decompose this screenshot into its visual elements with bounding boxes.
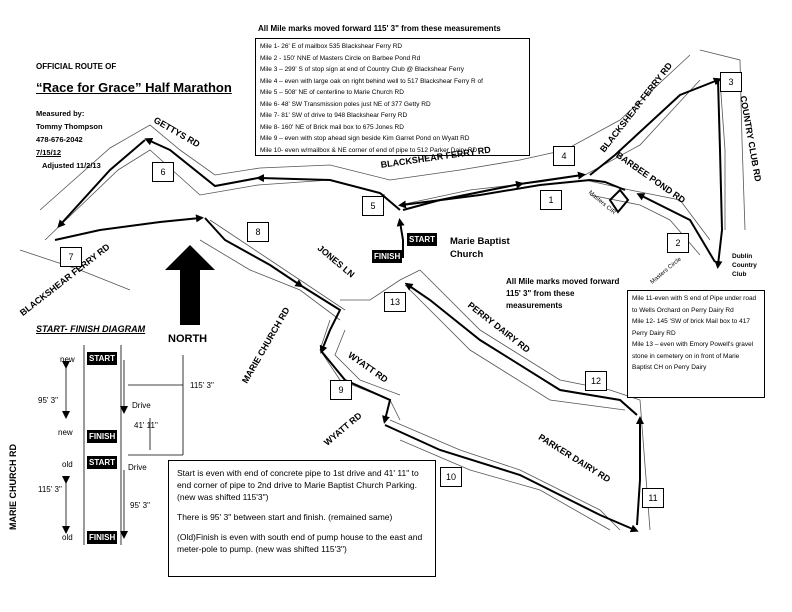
mile-marker-11: 11 bbox=[642, 488, 664, 508]
measure-date: 7/15/12 bbox=[36, 148, 62, 157]
start-finish-notes: Start is even with end of concrete pipe … bbox=[168, 460, 436, 577]
mile-marker-3: 3 bbox=[720, 72, 742, 92]
mile-marker-9: 9 bbox=[330, 380, 352, 400]
diagram-drive-2: Drive bbox=[128, 463, 147, 472]
mile-list-item: Mile 3 – 299' S of stop sign at end of C… bbox=[260, 66, 465, 73]
diagram-lines bbox=[62, 345, 184, 545]
diagram-title: START- FINISH DIAGRAM bbox=[36, 324, 146, 334]
map-start-label: START bbox=[407, 233, 438, 246]
diagram-95-b: 95' 3" bbox=[130, 501, 150, 510]
mile-list-item: Mile 11-even with S end of Pipe under ro… bbox=[632, 295, 757, 314]
mile-marker-10: 10 bbox=[440, 467, 462, 487]
measurer-phone: 478-676-2042 bbox=[36, 135, 83, 144]
race-title: “Race for Grace” Half Marathon bbox=[36, 80, 232, 95]
north-label: NORTH bbox=[168, 333, 208, 345]
mile-list-item: Mile 10- even w/mailbox & NE corner of e… bbox=[260, 146, 478, 154]
church-label: Marie Baptist Church bbox=[450, 236, 510, 260]
diagram-115-a: 115' 3" bbox=[190, 381, 214, 390]
mile-marker-6: 6 bbox=[152, 162, 174, 182]
mile-list-item: Mile 5 – 508' NE of centerline to Marie … bbox=[260, 89, 404, 96]
mile-list-item: Mile 13 – even with Emory Powell's grave… bbox=[632, 341, 754, 371]
mile-marker-5: 5 bbox=[362, 196, 384, 216]
mile-marker-13: 13 bbox=[384, 292, 406, 312]
diagram-95-a: 95' 3" bbox=[38, 396, 58, 405]
diagram-drive-1: Drive bbox=[132, 401, 151, 410]
mile-marker-7: 7 bbox=[60, 247, 82, 267]
mile-list-item: Mile 2 - 150' NNE of Masters Circle on B… bbox=[260, 54, 421, 62]
mile-list-item: Mile 1- 26' E of mailbox 535 Blackshear … bbox=[260, 43, 403, 50]
diagram-road-label: MARIE CHURCH RD bbox=[8, 444, 18, 530]
diagram-new-start: START bbox=[87, 352, 118, 365]
mile-list-item: Mile 9 – even with stop ahead sign besid… bbox=[260, 135, 470, 142]
mile-marker-8: 8 bbox=[247, 222, 269, 242]
diagram-new-finish: FINISH bbox=[87, 430, 118, 443]
road-edges bbox=[19, 49, 746, 531]
mile-list-item: Mile 4 – even with large oak on right be… bbox=[260, 77, 483, 85]
route-arrows bbox=[54, 77, 724, 533]
mile-marker-12: 12 bbox=[585, 371, 607, 391]
diagram-old-finish-tag: old bbox=[62, 533, 73, 542]
diagram-new-start-tag: new bbox=[60, 355, 75, 364]
top-note: All Mile marks moved forward 115' 3" fro… bbox=[258, 24, 501, 33]
mid-note: All Mile marks moved forward 115' 3" fro… bbox=[506, 277, 620, 310]
note-finish: (Old)Finish is even with south end of pu… bbox=[177, 532, 423, 554]
mile-list-item: Mile 8- 160' NE of Brick mail box to 675… bbox=[260, 123, 404, 131]
road-label-dublin: Dublin Country Club bbox=[732, 253, 757, 278]
mile-marker-4: 4 bbox=[553, 146, 575, 166]
mile-list-item: Mile 12- 145 'SW of brick Mail box to 41… bbox=[632, 318, 750, 337]
mile-list-item: Mile 6- 48' SW Transmission poles just N… bbox=[260, 100, 431, 108]
mile-list-2: Mile 11-even with S end of Pipe under ro… bbox=[627, 290, 765, 398]
diagram-old-finish: FINISH bbox=[87, 531, 118, 544]
diagram-old-start: START bbox=[87, 456, 118, 469]
measurer-name: Tommy Thompson bbox=[36, 122, 103, 131]
measured-by-label: Measured by: bbox=[36, 109, 85, 118]
adjusted-date: Adjusted 11/2/13 bbox=[42, 161, 101, 170]
mile-marker-2: 2 bbox=[667, 233, 689, 253]
diagram-41-11: 41' 11" bbox=[134, 421, 158, 430]
map-finish-label: FINISH bbox=[372, 250, 403, 263]
diagram-new-finish-tag: new bbox=[58, 428, 73, 437]
diagram-old-start-tag: old bbox=[62, 460, 73, 469]
mile-marker-1: 1 bbox=[540, 190, 562, 210]
north-arrow bbox=[165, 245, 215, 325]
mile-list-1: Mile 1- 26' E of mailbox 535 Blackshear … bbox=[255, 38, 530, 156]
measured-by: Measured by: Tommy Thompson 478-676-2042… bbox=[36, 107, 103, 172]
mile-list-item: Mile 7- 81' SW of drive to 948 Blackshea… bbox=[260, 112, 408, 119]
note-distance: There is 95' 3" between start and finish… bbox=[177, 512, 393, 522]
diagram-115-b: 115' 3" bbox=[38, 485, 62, 494]
note-start: Start is even with end of concrete pipe … bbox=[177, 468, 419, 502]
official-label: OFFICIAL ROUTE OF bbox=[36, 62, 117, 71]
